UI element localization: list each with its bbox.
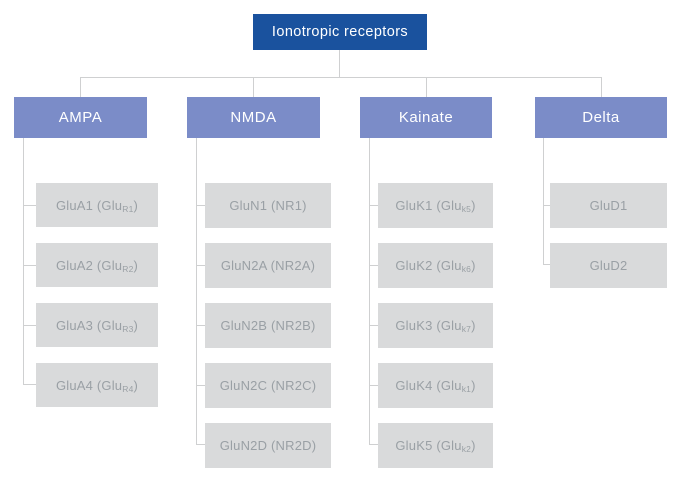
connector-line [80, 77, 601, 78]
leaf-label: GluK5 (Glu [395, 438, 462, 453]
connector-line [196, 138, 197, 445]
connector-line [339, 50, 340, 77]
connector-line [196, 265, 205, 266]
leaf-label-subscript: k7 [461, 324, 472, 335]
leaf-label-suffix: ) [471, 198, 476, 213]
branch-node-ampa: AMPA [14, 97, 147, 138]
connector-line [253, 77, 254, 97]
connector-line [196, 325, 205, 326]
connector-line [601, 77, 602, 97]
leaf-label: GluK2 (Glu [395, 258, 462, 273]
root-node-ionotropic-receptors: Ionotropic receptors [253, 14, 427, 50]
leaf-label: GluA1 (Glu [55, 197, 123, 213]
leaf-label-suffix: ) [133, 317, 139, 333]
leaf-label: GluA4 (Glu [55, 377, 123, 393]
leaf-node-glun2d: GluN2D (NR2D) [205, 423, 331, 468]
leaf-label: GluK1 (Glu [395, 198, 462, 213]
leaf-label-subscript: k5 [461, 204, 472, 215]
connector-line [196, 205, 205, 206]
connector-line [543, 205, 550, 206]
connector-line [369, 265, 378, 266]
connector-line [23, 205, 36, 206]
branch-node-delta: Delta [535, 97, 667, 138]
leaf-label-suffix: ) [471, 318, 476, 333]
leaf-node-glud2: GluD2 [550, 243, 667, 288]
connector-line [369, 205, 378, 206]
leaf-label: GluD1 [589, 198, 628, 213]
branch-node-kainate: Kainate [360, 97, 492, 138]
leaf-label-subscript: R1 [122, 203, 134, 214]
leaf-label-suffix: ) [133, 377, 139, 393]
connector-line [369, 138, 370, 445]
leaf-label-suffix: ) [133, 197, 139, 213]
leaf-label-subscript: k6 [461, 264, 472, 275]
connector-line [23, 138, 24, 385]
leaf-node-glud1: GluD1 [550, 183, 667, 228]
leaf-label-suffix: ) [471, 438, 476, 453]
leaf-label-subscript: k2 [461, 444, 472, 455]
leaf-label-subscript: R3 [122, 323, 134, 334]
leaf-label: GluK3 (Glu [395, 318, 462, 333]
leaf-node-glun1: GluN1 (NR1) [205, 183, 331, 228]
connector-line [23, 325, 36, 326]
connector-line [196, 444, 205, 445]
connector-line [80, 77, 81, 97]
leaf-label: GluD2 [589, 258, 628, 273]
leaf-node-glun2b: GluN2B (NR2B) [205, 303, 331, 348]
leaf-label: GluN2C (NR2C) [219, 378, 317, 393]
branch-node-nmda: NMDA [187, 97, 320, 138]
leaf-label-suffix: ) [471, 378, 476, 393]
connector-line [23, 384, 36, 385]
leaf-label: GluN2D (NR2D) [219, 438, 317, 453]
leaf-node-glun2c: GluN2C (NR2C) [205, 363, 331, 408]
connector-line [23, 265, 36, 266]
leaf-label-subscript: R4 [122, 383, 134, 394]
connector-line [369, 444, 378, 445]
leaf-label: GluN1 (NR1) [229, 198, 307, 213]
leaf-label-suffix: ) [133, 257, 139, 273]
leaf-label: GluA2 (Glu [55, 257, 123, 273]
connector-line [369, 385, 378, 386]
leaf-label: GluN2B (NR2B) [220, 318, 316, 333]
leaf-label-subscript: k1 [461, 384, 472, 395]
connector-line [426, 77, 427, 97]
leaf-label: GluA3 (Glu [55, 317, 123, 333]
leaf-node-glun2a: GluN2A (NR2A) [205, 243, 331, 288]
connector-line [543, 138, 544, 265]
connector-line [196, 385, 205, 386]
leaf-label-suffix: ) [471, 258, 476, 273]
connector-line [369, 325, 378, 326]
leaf-label: GluK4 (Glu [395, 378, 462, 393]
leaf-label: GluN2A (NR2A) [220, 258, 316, 273]
connector-line [543, 264, 550, 265]
leaf-label-subscript: R2 [122, 263, 134, 274]
